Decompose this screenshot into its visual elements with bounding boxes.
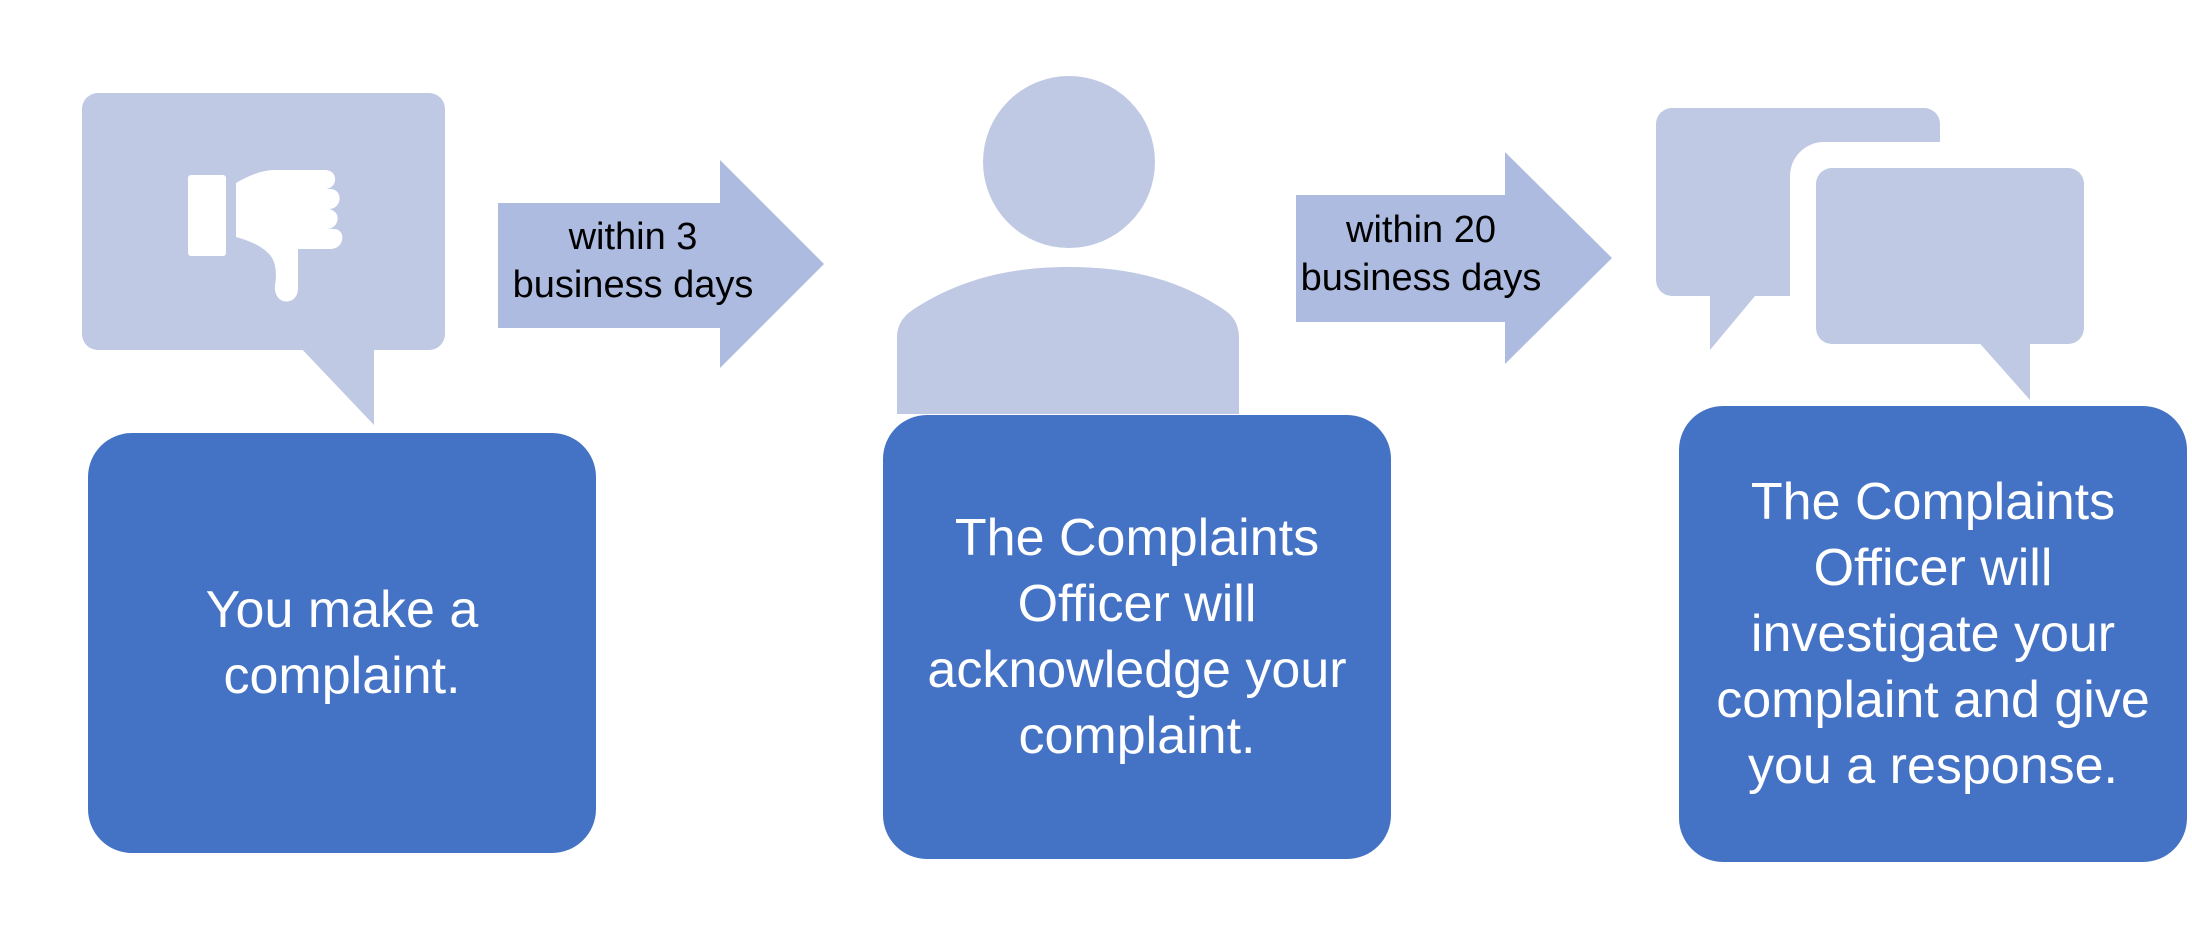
step-1-box: You make a complaint.	[88, 433, 596, 853]
arrow-1-shape	[498, 160, 824, 368]
conversation-bubbles-icon	[1640, 90, 2100, 410]
arrow-1: within 3 business days	[498, 160, 828, 372]
arrow-2-label: within 20 business days	[1300, 209, 1542, 299]
arrow-2: within 20 business days	[1296, 152, 1616, 370]
person-body	[897, 267, 1239, 414]
person-icon	[880, 60, 1280, 420]
arrow-1-label: within 3 business days	[512, 216, 754, 306]
front-bubble-tail	[1975, 338, 2030, 400]
thumbs-down-glyph	[188, 170, 343, 302]
step-2-box: The Complaints Officer will acknowledge …	[883, 415, 1391, 859]
arrow-2-shape	[1296, 152, 1612, 364]
front-bubble-shape	[1816, 168, 2084, 344]
thumbs-down-speech-bubble-icon	[0, 0, 460, 440]
step-3-box: The Complaints Officer will investigate …	[1679, 406, 2187, 862]
person-head	[983, 76, 1155, 248]
speech-bubble-tail	[298, 345, 374, 425]
back-bubble-tail	[1710, 290, 1760, 350]
